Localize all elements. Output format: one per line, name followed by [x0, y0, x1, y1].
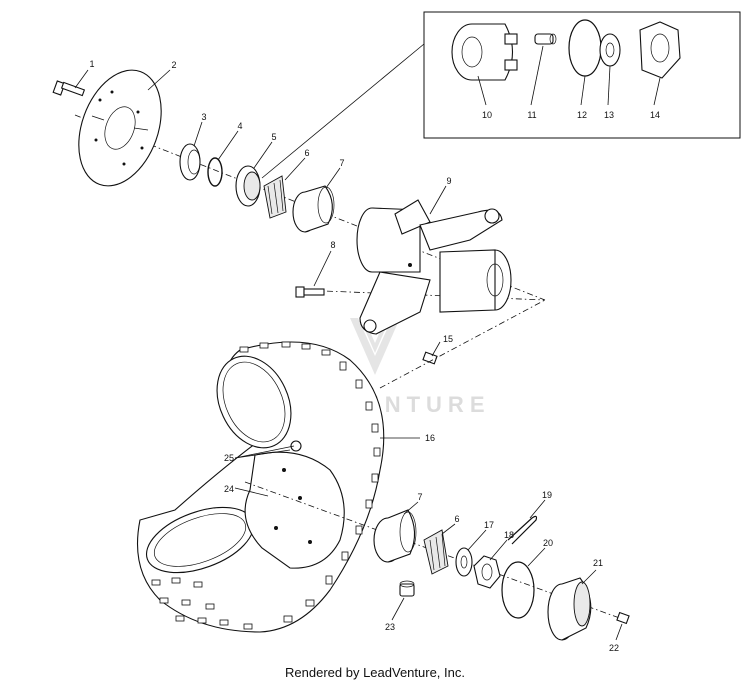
callout-7-lower: 7 [417, 492, 422, 502]
part-11-pin [534, 33, 557, 45]
part-2-brake-disc [78, 69, 162, 187]
part-7-race-lower [373, 509, 417, 563]
part-5-bearing [235, 165, 261, 207]
part-8-bolt [295, 286, 325, 298]
part-7-race-upper [292, 185, 335, 233]
callout-5: 5 [271, 132, 276, 142]
callout-11: 11 [527, 110, 536, 120]
part-6-roller-bearing-lower [423, 529, 449, 575]
part-6-roller-bearing-upper [263, 175, 287, 219]
callout-12: 12 [577, 110, 587, 120]
inset-pointer-line [261, 43, 425, 179]
callout-4: 4 [237, 121, 242, 131]
callout-labels: 1 2 3 4 5 6 7 8 9 10 11 12 13 14 15 16 7… [89, 59, 660, 653]
callout-3: 3 [201, 112, 206, 122]
part-22-screw [616, 611, 630, 625]
part-14-nut [639, 21, 681, 79]
part-13-washer [599, 33, 621, 67]
callout-16: 16 [425, 433, 435, 443]
callout-17: 17 [484, 520, 494, 530]
callout-10: 10 [482, 110, 492, 120]
callout-14: 14 [650, 110, 660, 120]
callout-6-upper: 6 [304, 148, 309, 158]
part-17-washer [455, 547, 473, 577]
part-9-knuckle-housing [356, 199, 512, 335]
callout-19: 19 [542, 490, 552, 500]
callout-13: 13 [604, 110, 614, 120]
part-3-seal [179, 143, 201, 181]
part-12-o-ring [568, 19, 602, 77]
callout-15: 15 [443, 334, 453, 344]
part-24-wheel-rim [145, 451, 345, 574]
callout-22: 22 [609, 643, 619, 653]
inset-detail-box [423, 11, 741, 139]
part-19-cotter-pin [507, 515, 538, 545]
footer-credit: Rendered by LeadVenture, Inc. [285, 665, 465, 680]
callout-2: 2 [171, 60, 176, 70]
callout-20: 20 [543, 538, 553, 548]
callout-23: 23 [385, 622, 395, 632]
callout-9: 9 [446, 176, 451, 186]
callout-18: 18 [504, 530, 514, 540]
part-23-valve-stem [399, 580, 415, 597]
part-18-castle-nut [473, 555, 501, 589]
callout-21: 21 [593, 558, 603, 568]
callout-7-upper: 7 [339, 158, 344, 168]
callout-25: 25 [224, 453, 234, 463]
part-4-snap-ring [207, 157, 223, 187]
callout-24: 24 [224, 484, 234, 494]
part-21-hub-cap [547, 577, 592, 641]
callout-1: 1 [89, 59, 94, 69]
part-15-small-bolt [422, 351, 438, 365]
part-10-castle-hub [451, 23, 518, 81]
part-20-o-ring [501, 561, 535, 619]
callout-8: 8 [330, 240, 335, 250]
callout-6-lower: 6 [454, 514, 459, 524]
part-1-bolt [52, 80, 86, 97]
